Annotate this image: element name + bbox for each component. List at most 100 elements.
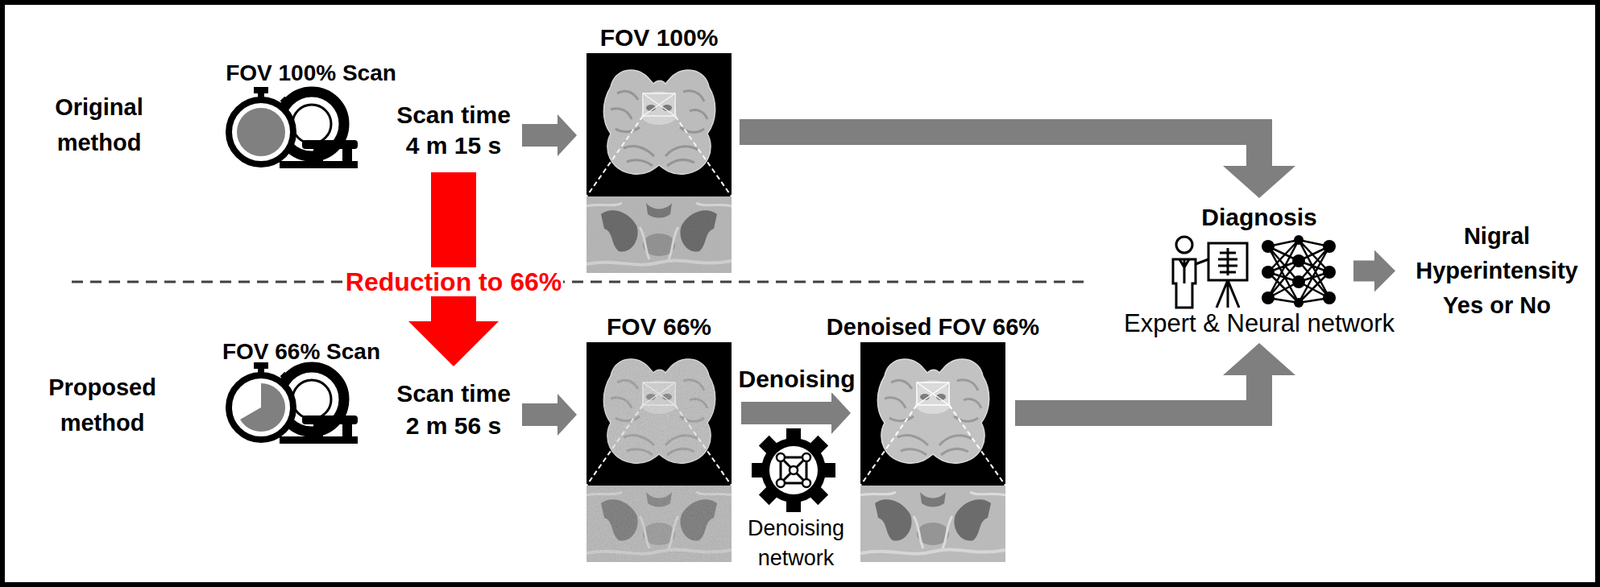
node-text: FOV 66% xyxy=(606,311,712,343)
node-text: FOV 100% xyxy=(600,22,719,54)
gear-network-icon xyxy=(769,446,818,495)
neural-network-icon xyxy=(1261,235,1336,308)
node-text: Nigral Hyperintensity Yes or No xyxy=(1400,219,1594,324)
connector-part xyxy=(557,114,577,157)
flow-arrow xyxy=(741,392,851,435)
gear-network-icon xyxy=(802,453,811,462)
flow-arrow xyxy=(1015,343,1296,414)
flow-arrow xyxy=(522,393,577,436)
scanner-icon xyxy=(228,362,358,444)
node-text: Scan time 4 m 15 s xyxy=(393,99,514,162)
neural-network-icon xyxy=(1322,265,1336,279)
neural-network-icon xyxy=(1261,265,1275,279)
node-text: FOV 100% Scan xyxy=(225,58,397,89)
gear-network-icon xyxy=(802,479,811,488)
scanner-icon xyxy=(253,87,269,94)
connector-part xyxy=(431,172,477,322)
diagram-node: Scan time 2 m 56 s xyxy=(393,377,514,443)
scanner-icon xyxy=(292,380,332,419)
method-label: Proposed method xyxy=(37,369,167,441)
gear-network-icon xyxy=(789,466,798,475)
expert-icon xyxy=(1208,243,1248,281)
neural-network-icon xyxy=(1261,240,1275,253)
mri-image xyxy=(586,53,732,274)
method-label: Original method xyxy=(42,89,156,161)
scanner-icon xyxy=(302,140,358,150)
gear-network-icon xyxy=(751,428,836,513)
neural-network-icon xyxy=(1322,240,1336,253)
node-text: FOV 66% Scan xyxy=(222,336,381,368)
diagram-node: Denoising network xyxy=(741,428,851,574)
connector-part xyxy=(522,124,558,147)
neural-network-icon xyxy=(1292,254,1306,268)
diagram-node: Scan time 4 m 15 s xyxy=(393,99,514,162)
node-text: Scan time 2 m 56 s xyxy=(393,377,514,443)
neural-network-icon xyxy=(1292,275,1306,289)
connector-part xyxy=(831,392,851,435)
connector-part xyxy=(739,132,1260,166)
neural-network-icon xyxy=(1293,298,1304,308)
connector-part xyxy=(1353,261,1375,282)
flow-arrow xyxy=(1353,250,1396,293)
scanner-icon xyxy=(228,99,294,165)
diagram-node: FOV 100% xyxy=(586,22,732,274)
diagram-node: FOV 66% Scan xyxy=(216,336,386,452)
expert-icon xyxy=(1179,259,1190,284)
connector-part xyxy=(557,393,577,436)
scanner-icon xyxy=(313,424,324,438)
gear-network-icon xyxy=(776,453,785,462)
expert-icon xyxy=(1195,259,1209,265)
scanner-icon xyxy=(236,107,286,157)
expert-icon xyxy=(1176,236,1193,253)
expert-icon xyxy=(1173,259,1196,308)
divider-line xyxy=(71,281,1087,284)
mri-image xyxy=(586,342,732,563)
flow-arrow xyxy=(739,132,1296,199)
mri-image xyxy=(860,342,1006,563)
scanner-icon xyxy=(240,383,286,432)
diagram-node: FOV 66% xyxy=(586,311,732,564)
scanner-icon xyxy=(342,424,353,438)
expert-icon xyxy=(1216,280,1240,308)
mri-image xyxy=(586,53,732,274)
gear-network-icon xyxy=(780,457,807,484)
neural-network-icon xyxy=(1268,240,1330,303)
node-text: Diagnosis xyxy=(1201,203,1317,233)
scanner-icon xyxy=(342,149,353,162)
expert-icon xyxy=(1218,248,1238,276)
connector-part xyxy=(408,321,499,367)
scanner-icon xyxy=(302,415,358,425)
connector-part xyxy=(1374,250,1396,293)
connector-part xyxy=(1222,343,1296,376)
diagram-node: DiagnosisExpert & Neural network xyxy=(1110,203,1409,339)
scanner-icon xyxy=(228,87,358,169)
expert-icon xyxy=(1173,236,1248,308)
gear-network-icon xyxy=(761,438,826,503)
scanner-icon xyxy=(279,436,358,444)
scanner-icon xyxy=(228,375,294,440)
connector-part xyxy=(1015,375,1260,414)
edge-label: Denoising xyxy=(736,365,857,394)
flow-arrow xyxy=(522,114,577,157)
mri-image xyxy=(860,342,1006,563)
gear-network-icon xyxy=(776,479,785,488)
node-text: Denoising network xyxy=(741,513,851,574)
diagram-node: Denoised FOV 66% xyxy=(824,311,1042,564)
mri-image xyxy=(860,342,1006,563)
node-text: Denoised FOV 66% xyxy=(826,311,1040,343)
scanner-icon xyxy=(279,161,358,169)
connector-part xyxy=(522,403,558,427)
mri-image xyxy=(586,53,732,274)
node-text: Expert & Neural network xyxy=(1123,309,1395,339)
diagram-node: Nigral Hyperintensity Yes or No xyxy=(1400,219,1594,324)
mri-image xyxy=(586,342,732,563)
scanner-icon xyxy=(313,149,324,162)
scanner-icon xyxy=(292,104,332,144)
diagram-node: FOV 100% Scan xyxy=(220,58,402,171)
neural-network-icon xyxy=(1261,291,1275,305)
neural-network-icon xyxy=(1293,235,1304,245)
connector-part xyxy=(741,402,832,425)
